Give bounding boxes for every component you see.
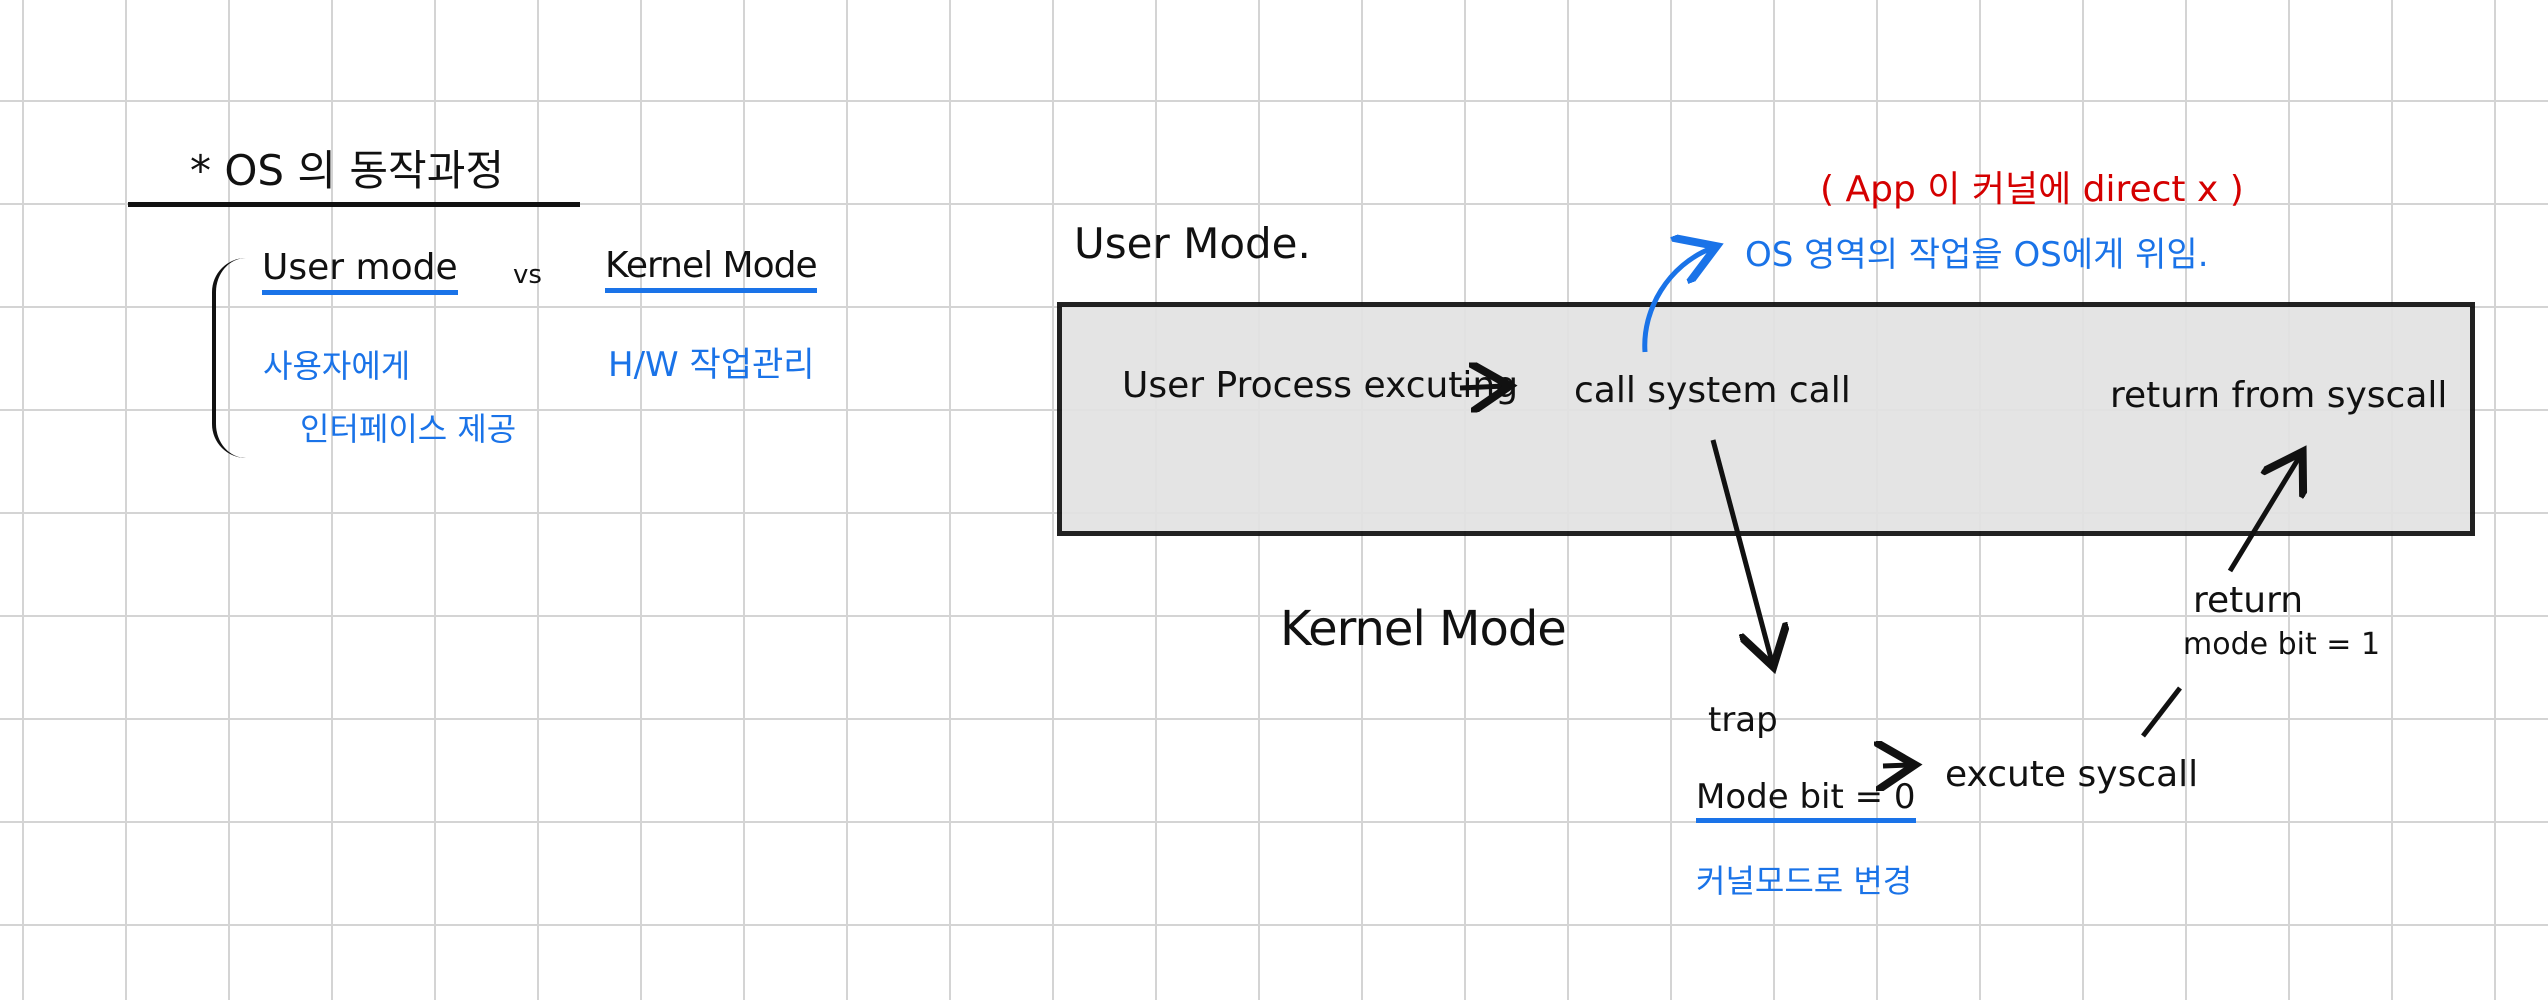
- kernel-mode-label: Kernel Mode: [1280, 601, 1567, 657]
- blue-annotation: OS 영역의 작업을 OS에게 위임.: [1745, 235, 2209, 275]
- syscall-to-trap-arrow: [1710, 439, 1772, 662]
- user-process-label: User Process excuting: [1122, 365, 1519, 406]
- user-mode-desc-line1: 사용자에게: [263, 347, 411, 385]
- user-mode-label: User Mode.: [1074, 219, 1311, 268]
- kernel-mode-heading: Kernel Mode: [605, 248, 818, 293]
- process-to-call-arrow: [1459, 386, 1505, 388]
- title-underline: [128, 202, 580, 207]
- execute-to-return-line: [2141, 686, 2182, 738]
- kernel-change-label: 커널모드로 변경: [1696, 862, 1913, 900]
- delegate-arrow: [1642, 248, 1712, 353]
- return-label: return: [2193, 580, 2304, 621]
- trap-to-execute-arrow: [1883, 765, 1910, 766]
- red-annotation: ( App 이 커널에 direct x ): [1820, 169, 2244, 210]
- left-bracket: [212, 258, 246, 458]
- call-syscall-label: call system call: [1574, 370, 1851, 411]
- user-mode-box: [1057, 302, 2475, 536]
- user-mode-desc-line2: 인터페이스 제공: [300, 410, 517, 448]
- execute-syscall-label: excute syscall: [1945, 754, 2199, 795]
- trap-label: trap: [1708, 700, 1778, 740]
- return-syscall-label: return from syscall: [2110, 375, 2448, 416]
- return-to-user-arrow: [2227, 456, 2300, 573]
- mode-bit-1-label: mode bit = 1: [2183, 627, 2381, 662]
- mode-bit-0-label: Mode bit = 0: [1696, 780, 1916, 823]
- kernel-mode-desc: H/W 작업관리: [608, 345, 815, 385]
- section-title: * OS 의 동작과정: [190, 146, 504, 195]
- vs-label: vs: [513, 260, 542, 290]
- user-mode-heading: User mode: [262, 250, 458, 295]
